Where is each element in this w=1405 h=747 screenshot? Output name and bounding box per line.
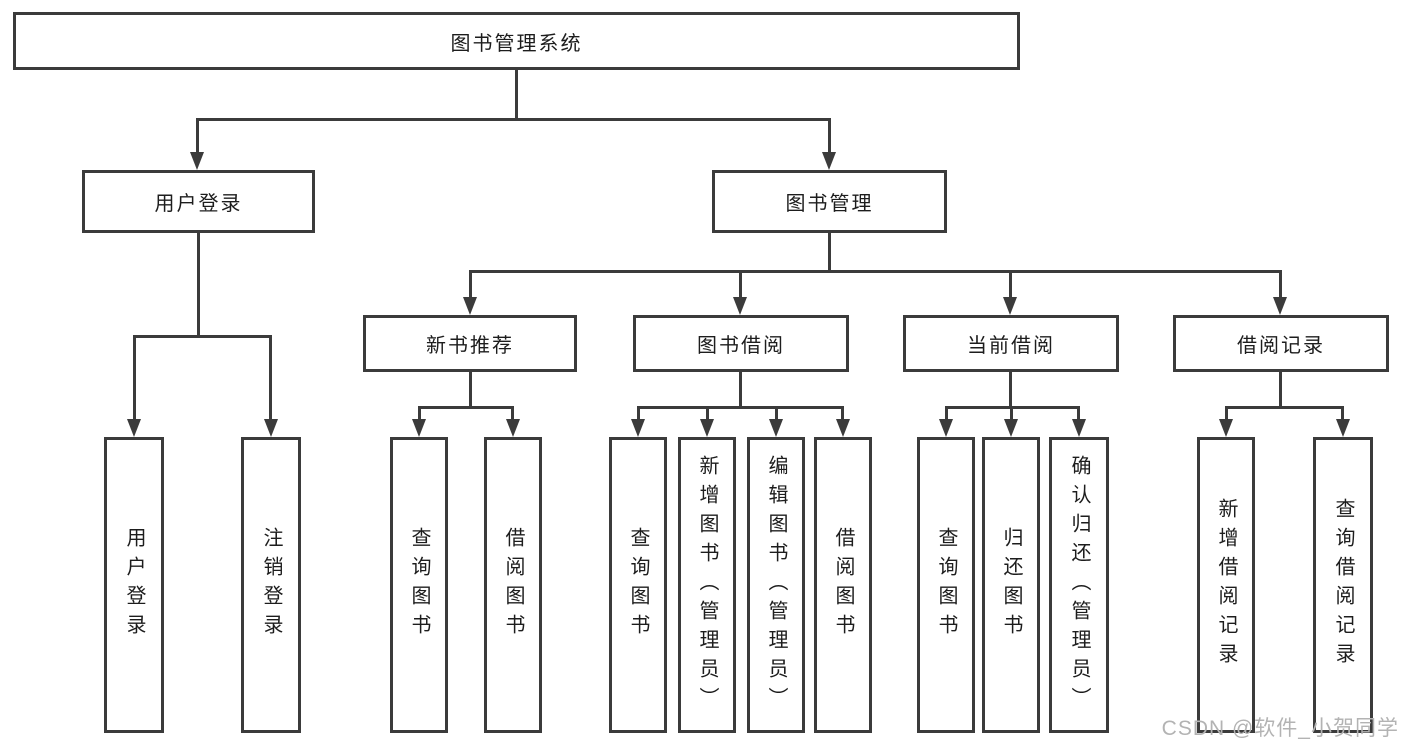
arrow-down-icon bbox=[1072, 419, 1086, 437]
connector-stub-user-login bbox=[196, 118, 199, 154]
connector-stub-records-query bbox=[1341, 406, 1344, 421]
leaf-records-query-record: 查询借阅记录 bbox=[1313, 437, 1373, 733]
arrow-down-icon bbox=[1336, 419, 1350, 437]
arrow-down-icon bbox=[822, 152, 836, 170]
leaf-user-login: 用户登录 bbox=[104, 437, 164, 733]
connector-stub-borrowing-edit bbox=[775, 406, 778, 421]
arrow-down-icon bbox=[1003, 297, 1017, 315]
leaf-current-return-books: 归还图书 bbox=[982, 437, 1040, 733]
connector-book-management-split bbox=[469, 270, 1281, 273]
node-new-book-recommend: 新书推荐 bbox=[363, 315, 577, 372]
node-book-management: 图书管理 bbox=[712, 170, 947, 233]
leaf-borrowing-borrow-books: 借阅图书 bbox=[814, 437, 872, 733]
connector-records-split bbox=[1225, 406, 1344, 409]
arrow-down-icon bbox=[836, 419, 850, 437]
node-user-login: 用户登录 bbox=[82, 170, 315, 233]
leaf-borrowing-add-books: 新增图书（管理员） bbox=[678, 437, 736, 733]
arrow-down-icon bbox=[939, 419, 953, 437]
arrow-down-icon bbox=[733, 297, 747, 315]
connector-stub-new-book-recommend bbox=[469, 270, 472, 299]
connector-current-drop bbox=[1009, 372, 1012, 408]
arrow-down-icon bbox=[412, 419, 426, 437]
connector-root-drop bbox=[515, 70, 518, 120]
connector-stub-records-add bbox=[1225, 406, 1228, 421]
connector-stub-recommend-query bbox=[418, 406, 421, 421]
connector-stub-current-borrowing bbox=[1009, 270, 1012, 299]
connector-stub-recommend-borrow bbox=[511, 406, 514, 421]
leaf-records-add-record: 新增借阅记录 bbox=[1197, 437, 1255, 733]
connector-stub-logout bbox=[269, 335, 272, 421]
connector-stub-borrowing-borrow bbox=[841, 406, 844, 421]
leaf-borrowing-edit-books: 编辑图书（管理员） bbox=[747, 437, 805, 733]
arrow-down-icon bbox=[631, 419, 645, 437]
leaf-logout: 注销登录 bbox=[241, 437, 301, 733]
leaf-borrowing-query-books: 查询图书 bbox=[609, 437, 667, 733]
connector-recommend-split bbox=[418, 406, 514, 409]
leaf-current-query-books: 查询图书 bbox=[917, 437, 975, 733]
connector-book-management-drop bbox=[828, 233, 831, 272]
leaf-recommend-borrow-books: 借阅图书 bbox=[484, 437, 542, 733]
node-book-borrowing: 图书借阅 bbox=[633, 315, 849, 372]
connector-stub-login bbox=[133, 335, 136, 421]
connector-stub-book-management bbox=[828, 118, 831, 154]
leaf-current-confirm-return: 确认归还（管理员） bbox=[1049, 437, 1109, 733]
node-root-library-system: 图书管理系统 bbox=[13, 12, 1020, 70]
arrow-down-icon bbox=[769, 419, 783, 437]
leaf-recommend-query-books: 查询图书 bbox=[390, 437, 448, 733]
connector-stub-borrowing-records bbox=[1279, 270, 1282, 299]
connector-borrowing-drop bbox=[739, 372, 742, 408]
connector-stub-current-query bbox=[945, 406, 948, 421]
arrow-down-icon bbox=[506, 419, 520, 437]
arrow-down-icon bbox=[264, 419, 278, 437]
arrow-down-icon bbox=[1273, 297, 1287, 315]
arrow-down-icon bbox=[190, 152, 204, 170]
arrow-down-icon bbox=[463, 297, 477, 315]
connector-user-login-drop bbox=[197, 233, 200, 337]
connector-root-split bbox=[197, 118, 831, 121]
connector-stub-current-confirm bbox=[1077, 406, 1080, 421]
connector-stub-current-return bbox=[1010, 406, 1013, 421]
csdn-watermark: CSDN @软件_小贺同学 bbox=[1161, 717, 1399, 740]
connector-records-drop bbox=[1279, 372, 1282, 408]
connector-stub-borrowing-query bbox=[637, 406, 640, 421]
connector-borrowing-split bbox=[637, 406, 844, 409]
connector-user-login-split bbox=[133, 335, 272, 338]
node-current-borrowing: 当前借阅 bbox=[903, 315, 1119, 372]
arrow-down-icon bbox=[1219, 419, 1233, 437]
connector-recommend-drop bbox=[469, 372, 472, 408]
arrow-down-icon bbox=[1004, 419, 1018, 437]
node-borrowing-records: 借阅记录 bbox=[1173, 315, 1389, 372]
connector-stub-book-borrowing bbox=[739, 270, 742, 299]
arrow-down-icon bbox=[127, 419, 141, 437]
connector-stub-borrowing-add bbox=[706, 406, 709, 421]
arrow-down-icon bbox=[700, 419, 714, 437]
